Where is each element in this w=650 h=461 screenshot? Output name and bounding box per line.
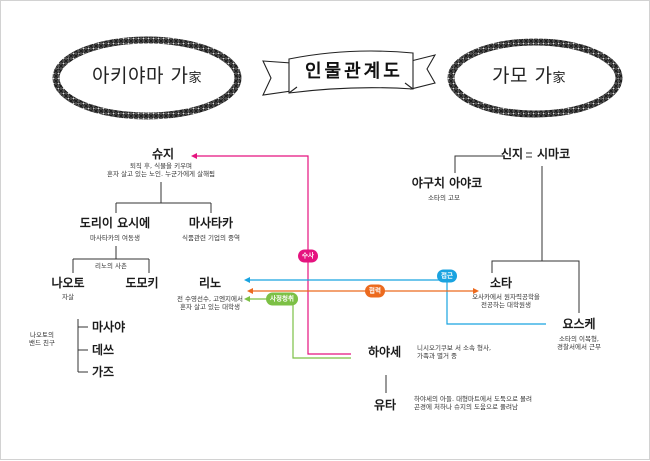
character-naoto-desc: 자살 bbox=[62, 293, 74, 301]
yosuke-desc-line2: 경찰서에서 근무 bbox=[557, 342, 601, 351]
character-rino-desc: 전 수영선수, 고엔지에서 혼자 살고 있는 대학생 bbox=[177, 295, 243, 312]
sajeong-line bbox=[244, 296, 351, 359]
band-member-kazu: 가즈 bbox=[92, 365, 115, 379]
band-member-tetsu: 데쓰 bbox=[92, 343, 115, 357]
character-shinji-name: 신지 bbox=[501, 147, 524, 161]
band-label-line2: 밴드 친구 bbox=[29, 338, 55, 347]
sajeong-badge: 사정청취 bbox=[266, 292, 298, 306]
character-yosuke-desc: 소타의 이복형, 경찰서에서 근무 bbox=[557, 335, 601, 352]
character-yuta-desc: 하야세의 아들. 대형마트에서 도둑으로 몰려 곤경에 처하나 슈지의 도움으로… bbox=[414, 395, 532, 412]
character-shuji-desc: 퇴직 후, 식물을 키우며 혼자 살고 있는 노인. 누군가에게 살해됨 bbox=[106, 162, 216, 179]
left-family-hanja: 家 bbox=[188, 71, 202, 86]
yuta-desc-line1: 하야세의 아들. 대형마트에서 도둑으로 몰려 bbox=[414, 395, 532, 403]
character-dorii-desc: 마사타카의 여동생 bbox=[90, 234, 140, 242]
sota-desc-line1: 오사카에서 원자력공학을 bbox=[472, 293, 540, 301]
character-yosuke-name: 요스케 bbox=[562, 317, 596, 331]
page-title: 인물관계도 bbox=[305, 61, 403, 82]
yuta-desc-line2: 곤경에 처하나 슈지의 도움으로 풀려남 bbox=[414, 402, 518, 411]
left-family-wreath bbox=[52, 36, 242, 120]
kamo-tree bbox=[385, 152, 580, 393]
rino-cousins-label: 리노의 사촌 bbox=[95, 262, 127, 270]
hyeopryeok-badge: 협력 bbox=[365, 284, 385, 298]
character-sota-desc: 오사카에서 원자력공학을 전공하는 대학원생 bbox=[472, 293, 540, 310]
susa-badge: 수사 bbox=[298, 249, 318, 263]
title-ribbon bbox=[262, 50, 437, 96]
susa-line bbox=[191, 153, 351, 355]
rino-desc-line1: 전 수영선수, 고엔지에서 bbox=[177, 295, 243, 303]
character-sota-name: 소타 bbox=[489, 276, 513, 290]
left-family-name: 아키야마 가 bbox=[92, 65, 189, 87]
character-naoto-name: 나오토 bbox=[51, 276, 85, 290]
hayase-desc-line1: 니시오기쿠보 서 소속 형사, bbox=[417, 344, 492, 352]
character-shuji-name: 슈지 bbox=[151, 147, 175, 161]
hayase-desc-line2: 가족과 별거 중 bbox=[417, 351, 458, 360]
shuji-desc-line2: 혼자 살고 있는 노인. 누군가에게 살해됨 bbox=[106, 169, 216, 178]
character-shimako-name: 시마코 bbox=[537, 147, 571, 161]
band-label-line1: 나오토의 bbox=[30, 331, 54, 339]
sota-desc-line2: 전공하는 대학원생 bbox=[481, 300, 531, 309]
character-domoki-name: 도모키 bbox=[125, 276, 159, 290]
band-friends-label: 나오토의 밴드 친구 bbox=[29, 331, 55, 348]
character-masataka-name: 마사타카 bbox=[188, 216, 234, 230]
shuji-desc-line1: 퇴직 후, 식물을 키우며 bbox=[129, 162, 193, 170]
character-hayase-desc: 니시오기쿠보 서 소속 형사, 가족과 별거 중 bbox=[417, 344, 492, 361]
jeopgeun-badge: 접근 bbox=[437, 269, 457, 283]
character-yuta-name: 유타 bbox=[374, 398, 397, 412]
left-family-title: 아키야마 가家 bbox=[92, 65, 202, 88]
character-yaguchi-desc: 소타의 고모 bbox=[428, 194, 460, 202]
character-yaguchi-name: 야구치 아야코 bbox=[411, 176, 483, 190]
yosuke-desc-line1: 소타의 이복형, bbox=[558, 335, 599, 343]
right-family-wreath bbox=[447, 38, 623, 118]
band-member-masaya: 마사야 bbox=[92, 320, 126, 334]
character-dorii-name: 도리이 요시에 bbox=[79, 216, 151, 230]
rino-desc-line2: 혼자 살고 있는 대학생 bbox=[179, 302, 241, 311]
right-family-title: 가모 가家 bbox=[492, 65, 566, 88]
character-hayase-name: 하야세 bbox=[368, 345, 402, 359]
right-family-name: 가모 가 bbox=[492, 65, 553, 87]
right-family-hanja: 家 bbox=[552, 71, 566, 86]
character-rino-name: 리노 bbox=[198, 276, 222, 290]
character-masataka-desc: 식품관련 기업의 중역 bbox=[182, 234, 240, 242]
akiyama-tree bbox=[72, 182, 212, 373]
jeopgeun-line bbox=[244, 277, 546, 325]
